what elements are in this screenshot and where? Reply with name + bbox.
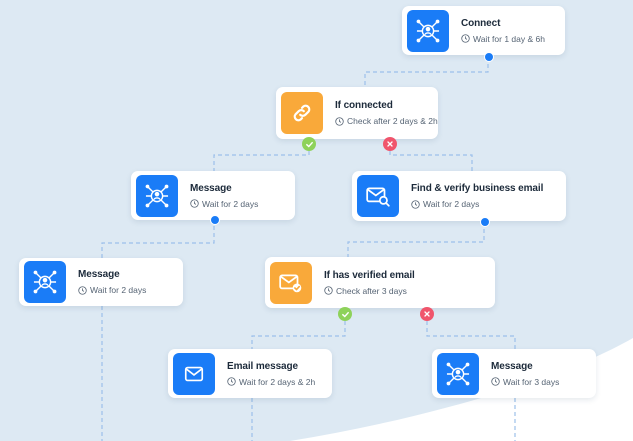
node-wait-text: Wait for 3 days [503, 376, 560, 387]
add-step-dot[interactable] [480, 217, 490, 227]
network-icon [24, 261, 66, 303]
add-step-dot[interactable] [210, 215, 220, 225]
check-icon [338, 307, 352, 321]
node-message-2[interactable]: Message Wait for 2 days [19, 258, 183, 306]
node-wait-text: Wait for 2 days [202, 198, 259, 209]
email-check-icon [270, 261, 312, 304]
email-search-icon [357, 175, 399, 217]
node-message-3[interactable]: Message Wait for 3 days [432, 349, 596, 398]
network-icon [437, 352, 479, 395]
node-wait-text: Check after 3 days [336, 285, 407, 296]
clock-icon [190, 199, 199, 208]
network-icon [136, 174, 178, 217]
cross-icon [420, 307, 434, 321]
node-find-verify-email[interactable]: Find & verify business email Wait for 2 … [352, 171, 566, 221]
node-connect[interactable]: Connect Wait for 1 day & 6h [402, 6, 565, 55]
node-title: Message [78, 269, 120, 280]
node-title: If connected [335, 100, 393, 111]
node-title: Find & verify business email [411, 183, 544, 194]
node-wait-text: Wait for 2 days [90, 285, 147, 295]
node-if-verified-email[interactable]: If has verified email Check after 3 days [265, 257, 495, 308]
node-title: Connect [461, 17, 501, 29]
clock-icon [78, 285, 87, 295]
clock-icon [411, 199, 420, 209]
node-wait-text: Check after 2 days & 2h [347, 116, 438, 126]
node-if-connected[interactable]: If connected Check after 2 days & 2h [276, 87, 438, 139]
clock-icon [335, 116, 344, 126]
add-step-dot[interactable] [484, 52, 494, 62]
node-title: If has verified email [324, 269, 415, 281]
envelope-icon [173, 352, 215, 395]
node-wait-text: Wait for 2 days & 2h [239, 376, 316, 387]
node-title: Message [190, 182, 232, 194]
node-email-message[interactable]: Email message Wait for 2 days & 2h [168, 349, 332, 398]
network-icon [407, 9, 449, 52]
clock-icon [324, 286, 333, 295]
node-wait-text: Wait for 2 days [423, 199, 480, 209]
check-icon [302, 137, 316, 151]
cross-icon [383, 137, 397, 151]
node-title: Message [491, 360, 533, 372]
clock-icon [227, 377, 236, 386]
node-message-1[interactable]: Message Wait for 2 days [131, 171, 295, 220]
clock-icon [491, 377, 500, 386]
node-wait-text: Wait for 1 day & 6h [473, 33, 545, 44]
link-icon [281, 92, 323, 134]
clock-icon [461, 34, 470, 43]
node-title: Email message [227, 360, 298, 372]
